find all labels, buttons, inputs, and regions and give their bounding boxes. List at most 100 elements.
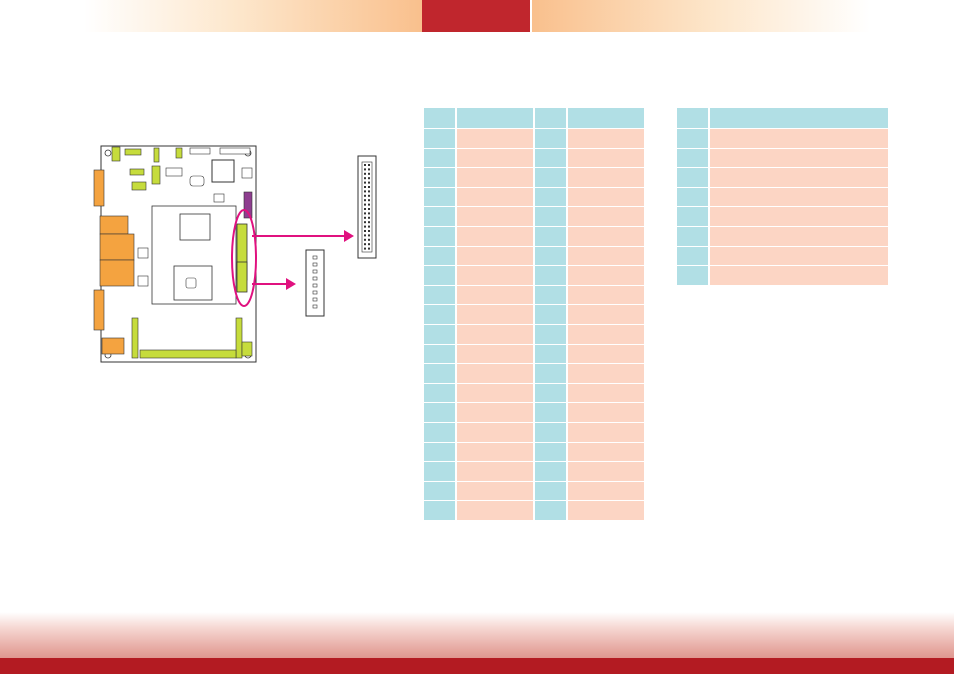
connector-pin: [364, 225, 366, 228]
pin-number-cell: [533, 285, 569, 306]
header-cell-signal: [708, 108, 891, 129]
table-row: [677, 128, 891, 149]
connector-pin: [364, 230, 366, 232]
signal-name-cell: [567, 442, 646, 463]
table-row: [424, 187, 646, 208]
connector-pin: [364, 212, 366, 215]
signal-name-cell: [708, 226, 891, 247]
header-band-left: [84, 0, 422, 32]
pin-number-cell: [424, 265, 458, 286]
signal-name-cell: [567, 167, 646, 188]
header-band-right: [532, 0, 870, 32]
sodimm-slot-left: [131, 317, 139, 359]
connector-pin: [364, 243, 366, 246]
connector-callouts: [252, 155, 377, 317]
table-row: [424, 246, 646, 267]
signal-name-cell: [567, 500, 646, 521]
header-pin: [312, 304, 318, 309]
pin-number-cell: [424, 187, 458, 208]
connector-pin: [368, 216, 370, 219]
expansion-slot: [139, 349, 237, 359]
table-row: [424, 265, 646, 286]
pin-table-header: [677, 108, 891, 286]
signal-name-cell: [456, 148, 535, 169]
pin-number-cell: [424, 461, 458, 482]
power-jack: [101, 337, 125, 355]
signal-name-cell: [567, 324, 646, 345]
pin-number-cell: [533, 206, 569, 227]
pin-number-cell: [533, 402, 569, 423]
table-row: [677, 206, 891, 227]
signal-name-cell: [567, 402, 646, 423]
header-pin: [312, 255, 318, 260]
pin-number-cell: [424, 128, 458, 149]
connector-pin: [364, 194, 366, 197]
small-header-onboard: [236, 261, 248, 293]
pin-number-cell: [533, 226, 569, 247]
table-row: [677, 265, 891, 286]
signal-name-cell: [456, 128, 535, 149]
pin-number-cell: [533, 481, 569, 502]
header-pin: [312, 262, 318, 267]
pin-number-cell: [533, 324, 569, 345]
connector-pin: [368, 221, 370, 224]
signal-name-cell: [567, 226, 646, 247]
connector-pin: [368, 181, 370, 184]
connector-pin: [368, 243, 370, 246]
signal-name-cell: [456, 363, 535, 384]
header-cell-signal: [567, 108, 646, 129]
highlight-ellipse: [231, 209, 257, 307]
table-row: [677, 187, 891, 208]
connector-pin: [364, 216, 366, 219]
connector-pin: [368, 234, 370, 237]
pin-number-cell: [677, 148, 710, 169]
table-row: [424, 128, 646, 149]
signal-name-cell: [456, 402, 535, 423]
header-pin: [312, 283, 318, 288]
footer-bar: [0, 658, 954, 674]
table-row: [424, 344, 646, 365]
pin-number-cell: [424, 500, 458, 521]
table-row: [424, 500, 646, 521]
signal-name-cell: [456, 206, 535, 227]
table-row: [424, 402, 646, 423]
signal-name-cell: [456, 324, 535, 345]
signal-name-cell: [456, 265, 535, 286]
table-row: [424, 383, 646, 404]
table-row: [424, 461, 646, 482]
table-row: [424, 442, 646, 463]
pin-number-cell: [533, 167, 569, 188]
signal-name-cell: [456, 344, 535, 365]
signal-name-cell: [567, 206, 646, 227]
pin-number-cell: [424, 206, 458, 227]
signal-name-cell: [567, 265, 646, 286]
signal-name-cell: [708, 187, 891, 208]
connector-pin: [368, 177, 370, 180]
connector-pin: [368, 238, 370, 241]
serial-port: [93, 289, 105, 331]
pin-number-cell: [533, 148, 569, 169]
signal-name-cell: [456, 442, 535, 463]
connector-pin: [364, 247, 366, 250]
connector-pin: [368, 199, 370, 202]
pin-number-cell: [424, 226, 458, 247]
table-row: [677, 148, 891, 169]
signal-name-cell: [567, 461, 646, 482]
table-row: [424, 206, 646, 227]
pin-number-cell: [424, 344, 458, 365]
signal-name-cell: [456, 304, 535, 325]
table-header-row: [677, 108, 891, 129]
connector-pin: [368, 212, 370, 215]
pin-number-cell: [424, 442, 458, 463]
connector-pin: [364, 164, 366, 166]
connector-purple: [243, 191, 253, 219]
connector-pin: [368, 230, 370, 232]
pin-number-cell: [677, 226, 710, 247]
connector-pin: [364, 181, 366, 184]
signal-name-cell: [567, 344, 646, 365]
signal-name-cell: [708, 148, 891, 169]
pin-number-cell: [677, 128, 710, 149]
sodimm-slot-right: [235, 317, 243, 359]
pin-number-cell: [424, 304, 458, 325]
table-row: [424, 422, 646, 443]
